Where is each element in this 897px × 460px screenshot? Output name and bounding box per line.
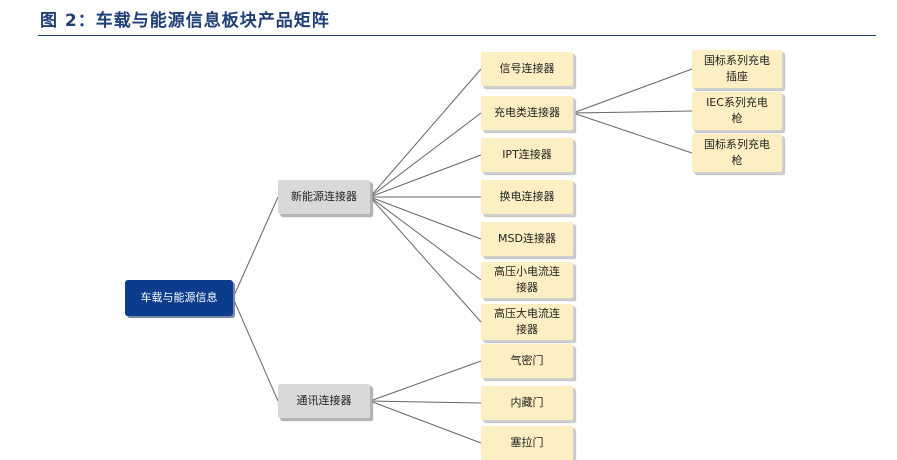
- edge-charging-gb_gun: [572, 112, 693, 154]
- node-hv-large-current-connector: 高压大电流连 接器: [481, 304, 573, 340]
- edge-root-new_energy: [232, 196, 279, 299]
- edge-charging-gb_socket: [572, 68, 693, 114]
- edge-new_energy-hv_small: [369, 196, 482, 281]
- edge-comm-airtight_door: [369, 360, 482, 402]
- edge-new_energy-charging: [369, 112, 482, 198]
- figure-title: 图 2：车载与能源信息板块产品矩阵: [40, 11, 330, 31]
- node-msd-connector: MSD连接器: [481, 222, 573, 256]
- node-ipt-connector: IPT连接器: [481, 138, 573, 172]
- edge-comm-plug_door: [369, 400, 482, 444]
- edge-new_energy-ipt: [369, 154, 482, 198]
- node-gb-charging-socket: 国标系列充电 插座: [692, 50, 782, 88]
- node-iec-charging-gun: IEC系列充电 枪: [692, 92, 782, 130]
- node-hv-small-current-connector: 高压小电流连 接器: [481, 262, 573, 298]
- node-airtight-door: 气密门: [481, 344, 573, 378]
- edge-new_energy-hv_large: [369, 196, 482, 323]
- node-signal-connector: 信号连接器: [481, 52, 573, 86]
- node-gb-charging-gun: 国标系列充电 枪: [692, 134, 782, 172]
- node-swap-connector: 换电连接器: [481, 180, 573, 214]
- edge-new_energy-signal: [369, 68, 482, 198]
- edge-charging-iec_gun: [572, 110, 693, 114]
- node-root: 车载与能源信息: [125, 280, 233, 316]
- node-plug-door: 塞拉门: [481, 426, 573, 460]
- edge-new_energy-msd: [369, 196, 482, 240]
- node-new-energy-connector: 新能源连接器: [278, 180, 370, 214]
- node-hidden-door: 内藏门: [481, 386, 573, 420]
- edge-comm-hidden_door: [369, 400, 482, 404]
- edge-root-comm: [232, 297, 279, 402]
- node-charging-connector: 充电类连接器: [481, 96, 573, 130]
- title-divider: [38, 35, 876, 36]
- node-communication-connector: 通讯连接器: [278, 384, 370, 418]
